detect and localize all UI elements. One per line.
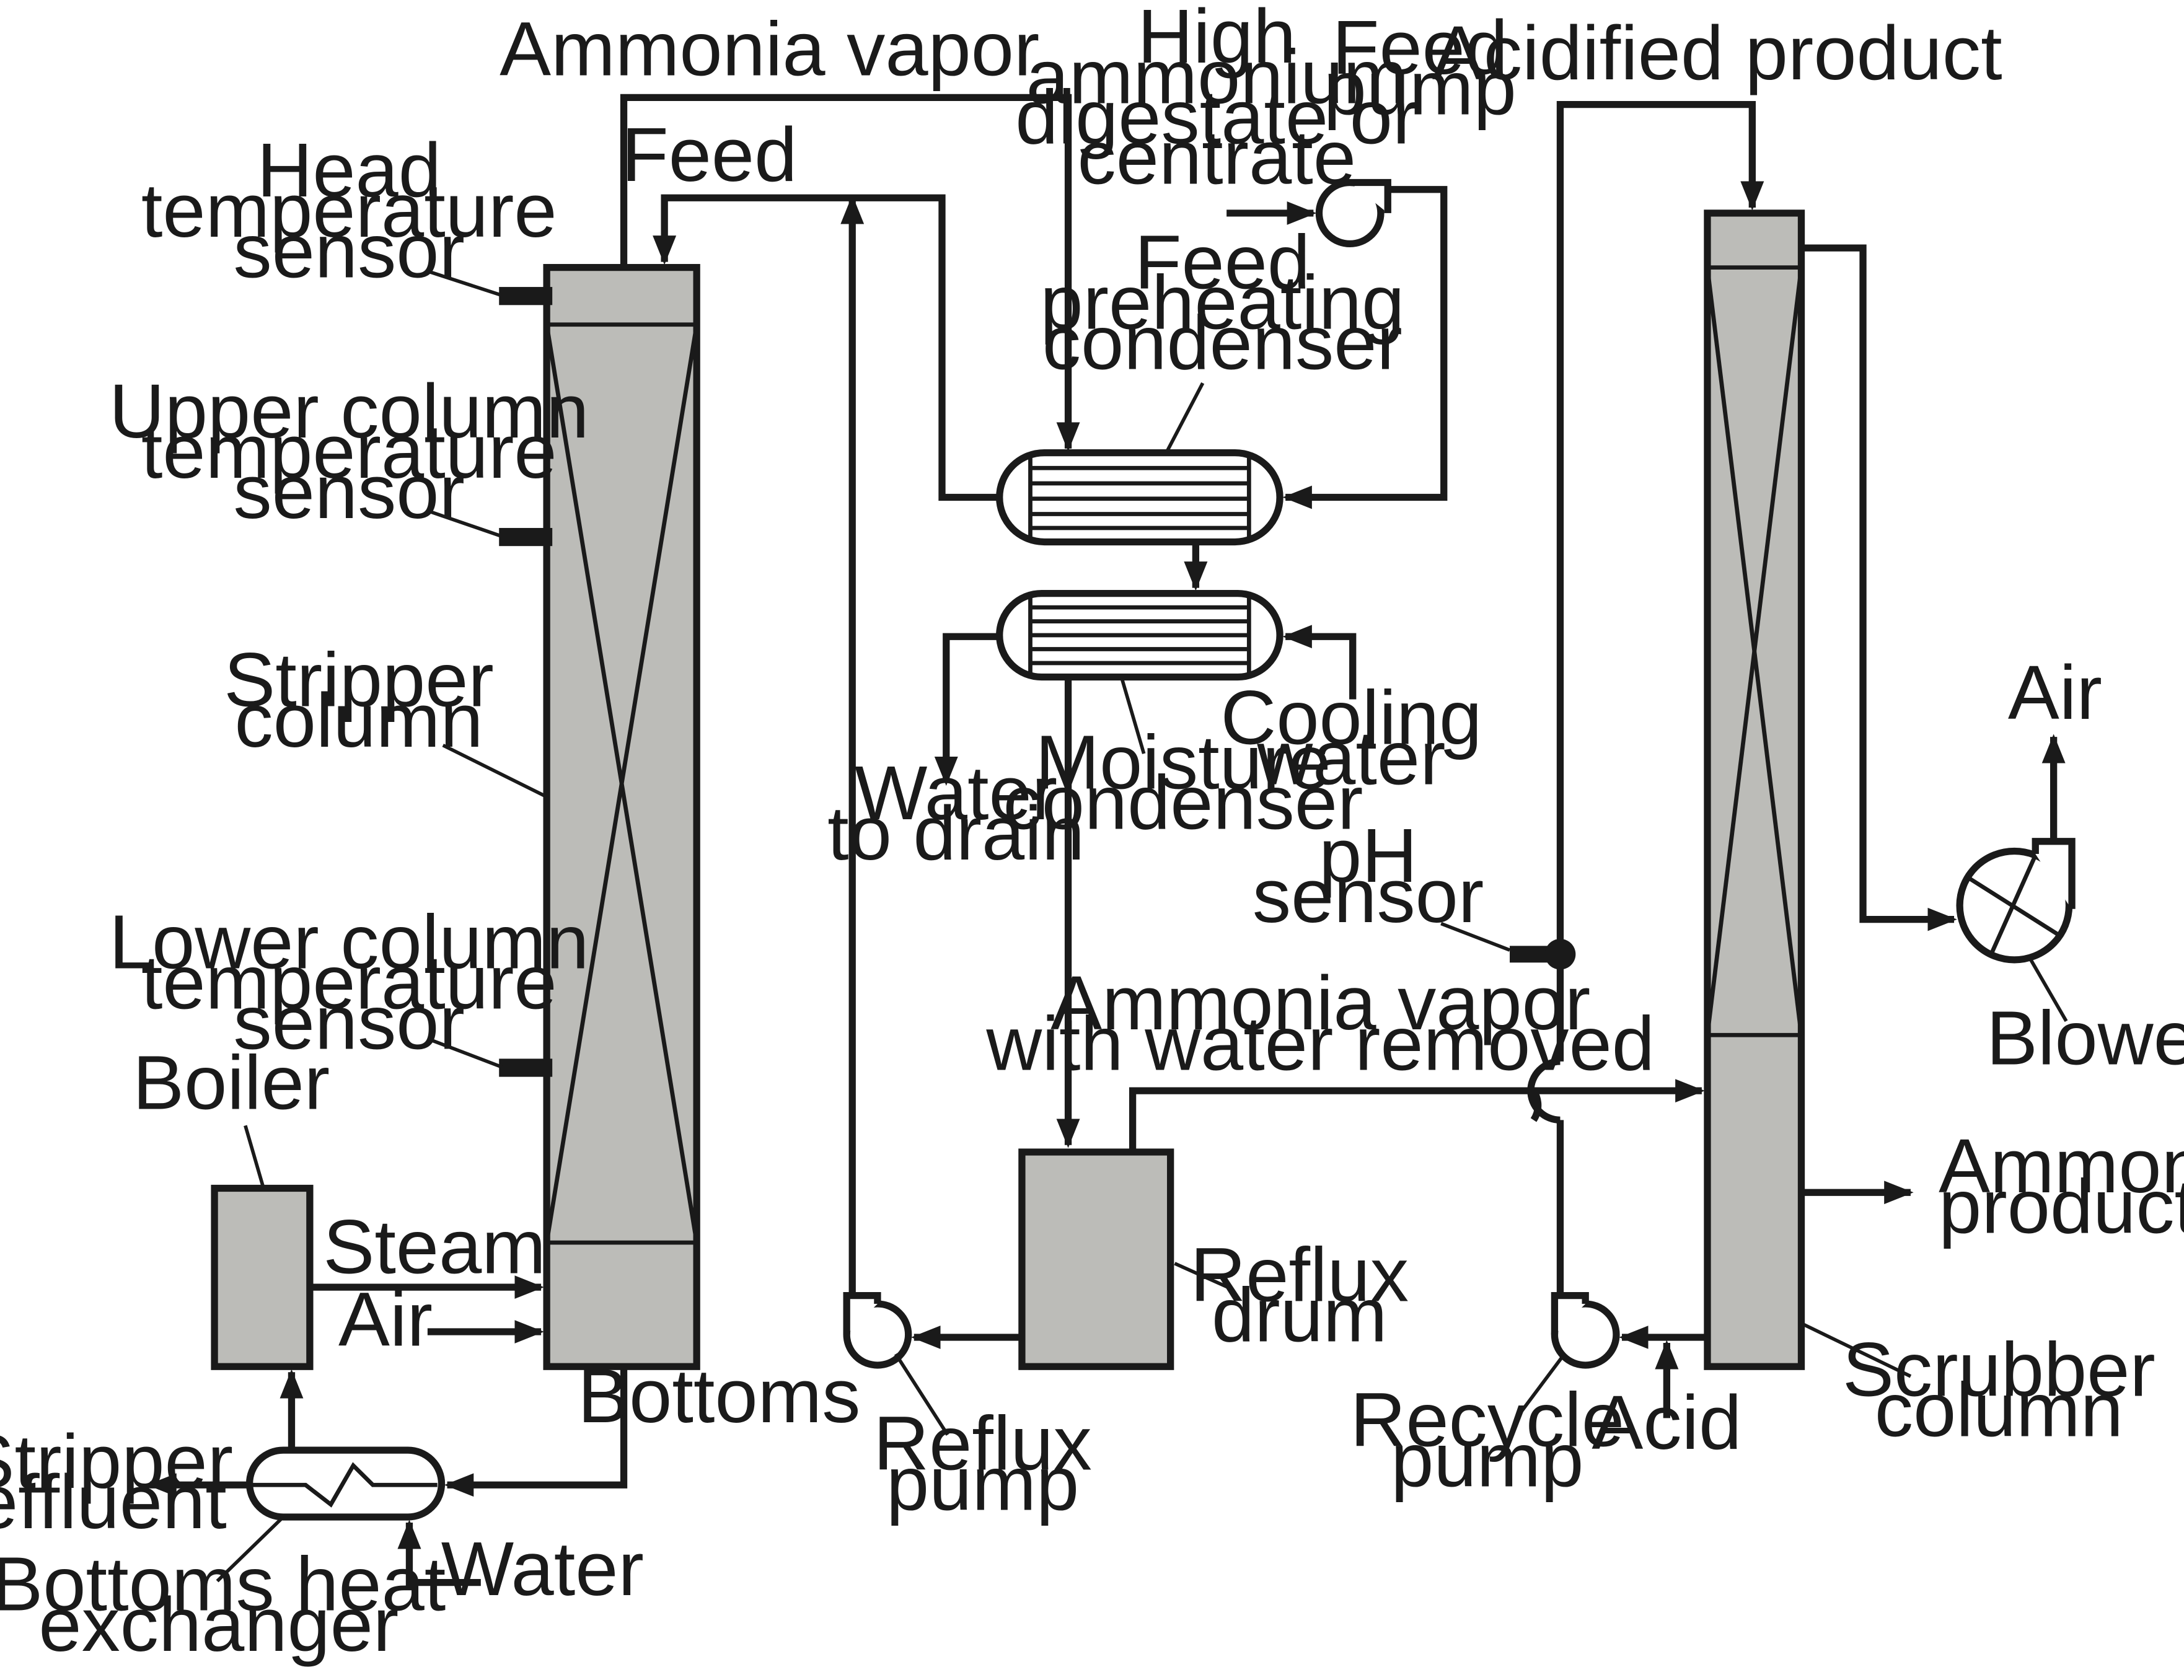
reflux-drum-label-line-2: drum [1212,1273,1387,1358]
feed-preheating-condenser [996,449,1284,546]
label-recycle-pump: Recycle pump [1350,1378,1624,1503]
head-temperature-sensor-label-line-1: Head [257,128,441,213]
label-moisture-condenser: Moisture condenser [1003,720,1363,846]
upper-column-temperature-sensor [499,527,553,547]
head-temperature-sensor [499,287,553,306]
cooling-water-label-line-1: Cooling [1221,675,1482,761]
stripper-column-label-line-1: Stripper [224,638,494,723]
label-stripper-effluent: Stripper effluent [0,1419,233,1545]
blower [1956,734,2076,964]
boiler [211,1184,314,1370]
bottoms-heat-exchanger [245,1446,446,1521]
recycle-pump-label-line-2: pump [1391,1418,1583,1503]
lower-sensor-label-line-1: Lower column [109,900,589,985]
label-lower-column-temperature-sensor: Lower column temperature sensor [109,900,589,1066]
stripper-effluent-label-line-1: Stripper [0,1419,233,1505]
stripper-column [543,263,700,1370]
recycle-pump [1551,1291,1707,1418]
label-cooling-water: Cooling water [1221,675,1482,801]
ammonia-vapor-water-removed-line [1129,1079,1705,1153]
reflux-drum [1018,1148,1174,1370]
high-ammonium-label-line-1: High [1137,0,1296,79]
feed-preheating-label-line-3: condenser [1042,301,1402,386]
scrubber-column-label-line-2: column [1875,1368,2123,1453]
acidified-product-label: Acidified product [1432,11,2002,96]
label-scrubber-column: Scrubber column [1843,1327,2155,1453]
label-reflux-drum: Reflux drum [1190,1233,1409,1358]
bottoms-heat-exchanger-label-line-2: exchanger [38,1582,398,1668]
label-reflux-pump: Reflux pump [873,1401,1092,1527]
ammonia-vapor-line [620,94,1080,452]
label-head-temperature-sensor: Head temperature sensor [141,128,557,294]
reflux-pump-label-line-1: Reflux [873,1401,1092,1487]
lower-sensor-label-line-2: temperature [141,940,557,1026]
lower-sensor-label-line-3: sensor [234,980,465,1066]
stripper-effluent-label-line-2: effluent [0,1459,227,1545]
label-feed-preheating-condenser: Feed preheating condenser [1040,220,1404,386]
reflux-pump [843,1291,1022,1369]
reflux-drum-label-line-1: Reflux [1190,1233,1409,1318]
label-water-to-drain: Water to drain [827,750,1085,876]
ph-sensor-label-line-1: pH [1319,813,1417,899]
feed-preheating-label-line-2: preheating [1040,260,1404,346]
recycle-line [1527,100,1764,1296]
upper-sensor-label-line-3: sensor [234,450,465,535]
moisture-condenser [996,589,1284,681]
steam-label: Steam [323,1205,546,1290]
head-temperature-sensor-label-line-3: sensor [234,209,465,294]
moisture-condenser-piping [934,625,1357,1148]
feed-pump-label-line-1: Feed [1332,5,1508,90]
feed-label: Feed [622,113,798,198]
upper-sensor-label-line-1: Upper column [109,369,589,454]
moisture-condenser-label-line-2: condenser [1003,760,1363,846]
blower-label: Blower [1986,996,2184,1081]
upper-sensor-label-line-2: temperature [141,409,557,495]
water-label: Water [441,1526,644,1612]
moisture-condenser-label-line-1: Moisture [1036,720,1331,806]
high-ammonium-label-line-4: centrate [1078,115,1356,201]
reflux-pump-label-line-2: pump [886,1441,1079,1527]
ammonia-vapor-label: Ammonia vapor [500,7,1039,92]
feed-pump [1226,178,1448,509]
label-bottoms-heat-exchanger: Bottoms heat exchanger [0,1542,446,1668]
ammonium-product-label-line-2: product [1939,1164,2184,1250]
high-ammonium-label-line-2: ammonium [1026,35,1407,120]
label-ph-sensor: pH sensor [1253,813,1484,939]
ph-sensor [1510,939,1576,970]
boiler-label: Boiler [133,1040,330,1126]
ammonium-product-label-line-1: Ammonium [1939,1124,2184,1210]
label-feed-pump: Feed pump [1324,5,1517,131]
label-ammonium-product: Ammonium product [1939,1124,2184,1250]
acid-label: Acid [1592,1380,1741,1466]
bottoms-heat-exchanger-label-line-1: Bottoms heat [0,1542,446,1627]
air-in-label: Air [338,1277,433,1363]
air-out-label: Air [2008,650,2102,736]
feed-line [653,194,1000,501]
ph-sensor-label-line-2: sensor [1253,853,1484,939]
head-temperature-sensor-label-line-2: temperature [141,168,557,253]
leader-lines [216,270,2068,1583]
lower-column-temperature-sensor [499,1058,553,1077]
ammonia-vapor-water-removed-label-line-1: Ammonia vapor [1050,961,1590,1047]
scrubber-column [1704,209,1805,1370]
recycle-pump-label-line-1: Recycle [1350,1378,1624,1463]
label-ammonia-vapor-water-removed: Ammonia vapor with water removed [985,961,1655,1087]
feed-pump-label-line-2: pump [1324,46,1517,131]
feed-preheating-label-line-1: Feed [1135,220,1311,306]
bottoms-label: Bottoms [578,1353,860,1439]
water-to-drain-label-line-1: Water [855,750,1057,836]
label-stripper-column: Stripper column [224,638,494,763]
ammonia-vapor-water-removed-label-line-2: with water removed [985,1001,1655,1087]
cooling-water-label-line-2: water [1256,716,1445,801]
scrubber-piping [1801,244,1957,1205]
label-high-ammonium: High ammonium digestate or centrate [1015,0,1418,201]
high-ammonium-label-line-3: digestate or [1015,75,1418,161]
stripper-column-label-line-2: column [235,678,483,763]
water-to-drain-label-line-2: to drain [827,791,1085,876]
label-upper-column-temperature-sensor: Upper column temperature sensor [109,369,589,535]
stripper-bottom-piping [147,1275,628,1586]
scrubber-column-label-line-1: Scrubber [1843,1327,2155,1413]
